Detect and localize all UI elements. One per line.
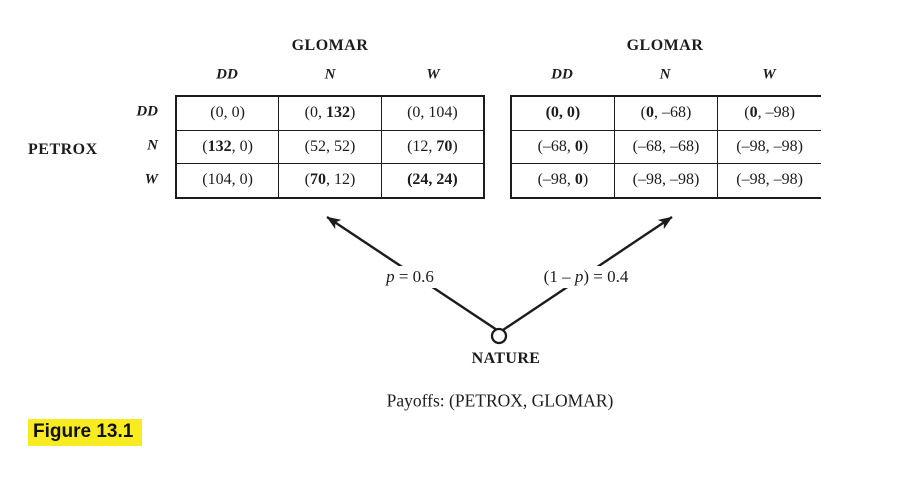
left-branch-probability: p = 0.6	[381, 266, 439, 288]
payoff-cell: (52, 52)	[278, 129, 382, 165]
nature-chance-node	[490, 327, 508, 345]
matrix-row: (–68, 0)(–68, –68)(–98, –98)	[510, 129, 821, 165]
col-header-right-w: W	[762, 66, 776, 83]
nature-node-label: NATURE	[471, 350, 541, 367]
payoff-cell: (–98, –98)	[613, 163, 719, 199]
payoff-cell: (–98, –98)	[717, 129, 821, 165]
payoff-cell: (12, 70)	[380, 129, 485, 165]
payoff-cell: (70, 12)	[278, 163, 382, 199]
payoff-matrix-right: (0, 0)(0, –68)(0, –98)(–68, 0)(–68, –68)…	[510, 95, 821, 199]
payoff-cell: (–98, 0)	[510, 163, 615, 199]
payoff-cell: (0, 104)	[380, 95, 485, 131]
row-header-dd: DD	[136, 103, 158, 120]
payoff-order-note: Payoffs: (PETROX, GLOMAR)	[386, 390, 614, 411]
matrix-row: (0, 0)(0, –68)(0, –98)	[510, 95, 821, 131]
matrix-row: (132, 0)(52, 52)(12, 70)	[175, 129, 485, 165]
row-header-n: N	[147, 137, 158, 154]
payoff-matrix-left: (0, 0)(0, 132)(0, 104)(132, 0)(52, 52)(1…	[175, 95, 485, 199]
col-header-right-dd: DD	[551, 66, 573, 83]
payoff-cell: (132, 0)	[175, 129, 280, 165]
row-player-label: PETROX	[28, 141, 98, 158]
col-header-right-n: N	[659, 66, 671, 83]
col-header-left-w: W	[426, 66, 440, 83]
row-headers: DD N W	[120, 0, 158, 220]
payoff-cell: (0, 132)	[278, 95, 382, 131]
payoff-cell: (–98, –98)	[717, 163, 821, 199]
column-player-label-right: GLOMAR	[626, 37, 704, 54]
payoff-cell: (104, 0)	[175, 163, 280, 199]
column-player-label-left: GLOMAR	[291, 37, 369, 54]
matrix-row: (104, 0)(70, 12)(24, 24)	[175, 163, 485, 199]
payoff-cell: (24, 24)	[380, 163, 485, 199]
payoff-cell: (–68, 0)	[510, 129, 615, 165]
col-header-left-dd: DD	[216, 66, 238, 83]
figure-caption-highlight: Figure 13.1	[28, 419, 143, 446]
payoff-cell: (0, –68)	[613, 95, 719, 131]
right-branch-probability: (1 – p) = 0.4	[538, 266, 634, 288]
payoff-cell: (0, –98)	[717, 95, 821, 131]
matrix-row: (–98, 0)(–98, –98)(–98, –98)	[510, 163, 821, 199]
payoff-cell: (0, 0)	[510, 95, 615, 131]
matrix-row: (0, 0)(0, 132)(0, 104)	[175, 95, 485, 131]
row-header-w: W	[144, 171, 158, 188]
payoff-cell: (0, 0)	[175, 95, 280, 131]
col-header-left-n: N	[324, 66, 336, 83]
